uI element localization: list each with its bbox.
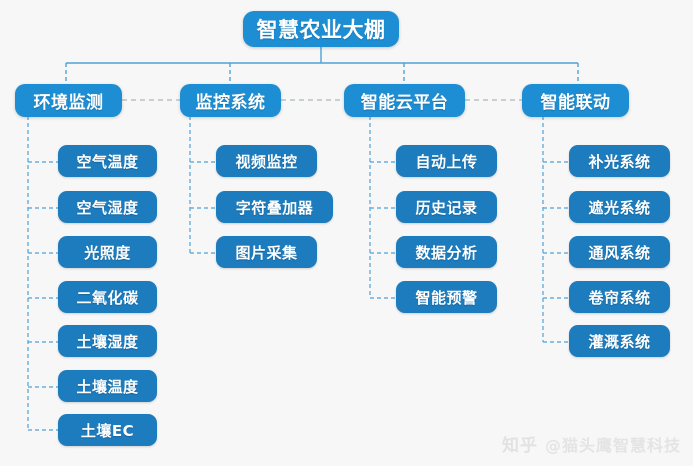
node-leaf-data-analysis[interactable]: 数据分析 — [396, 236, 497, 268]
node-leaf-smart-alert[interactable]: 智能预警 — [396, 281, 497, 313]
node-leaf-air-temperature[interactable]: 空气温度 — [58, 145, 157, 177]
node-branch-environment-monitoring[interactable]: 环境监测 — [15, 84, 122, 117]
node-root[interactable]: 智慧农业大棚 — [243, 11, 399, 47]
node-leaf-roller-blind-system[interactable]: 卷帘系统 — [569, 281, 670, 313]
node-leaf-irrigation-system[interactable]: 灌溉系统 — [569, 325, 670, 357]
node-leaf-ventilation-system[interactable]: 通风系统 — [569, 236, 670, 268]
node-leaf-soil-ec[interactable]: 土壤EC — [58, 414, 157, 446]
node-leaf-auto-upload[interactable]: 自动上传 — [396, 145, 497, 177]
node-leaf-shading-system[interactable]: 遮光系统 — [569, 191, 670, 223]
node-branch-smart-cloud-platform[interactable]: 智能云平台 — [344, 84, 465, 117]
node-branch-smart-linkage[interactable]: 智能联动 — [522, 84, 629, 117]
node-branch-surveillance-system[interactable]: 监控系统 — [180, 84, 281, 117]
node-leaf-illuminance[interactable]: 光照度 — [58, 236, 157, 268]
node-leaf-character-overlay[interactable]: 字符叠加器 — [216, 191, 333, 223]
node-leaf-video-surveillance[interactable]: 视频监控 — [216, 145, 317, 177]
node-leaf-soil-temperature[interactable]: 土壤温度 — [58, 370, 157, 402]
node-leaf-image-capture[interactable]: 图片采集 — [216, 236, 317, 268]
zhihu-logo: 知乎 — [501, 436, 538, 456]
node-leaf-carbon-dioxide[interactable]: 二氧化碳 — [58, 281, 157, 313]
watermark: 知乎 @猫头鹰智慧科技 — [501, 431, 681, 457]
node-leaf-supplemental-lighting-system[interactable]: 补光系统 — [569, 145, 670, 177]
node-leaf-history-record[interactable]: 历史记录 — [396, 191, 497, 223]
watermark-handle: @猫头鹰智慧科技 — [544, 435, 681, 455]
node-leaf-air-humidity[interactable]: 空气湿度 — [58, 191, 157, 223]
node-leaf-soil-humidity[interactable]: 土壤湿度 — [58, 325, 157, 357]
